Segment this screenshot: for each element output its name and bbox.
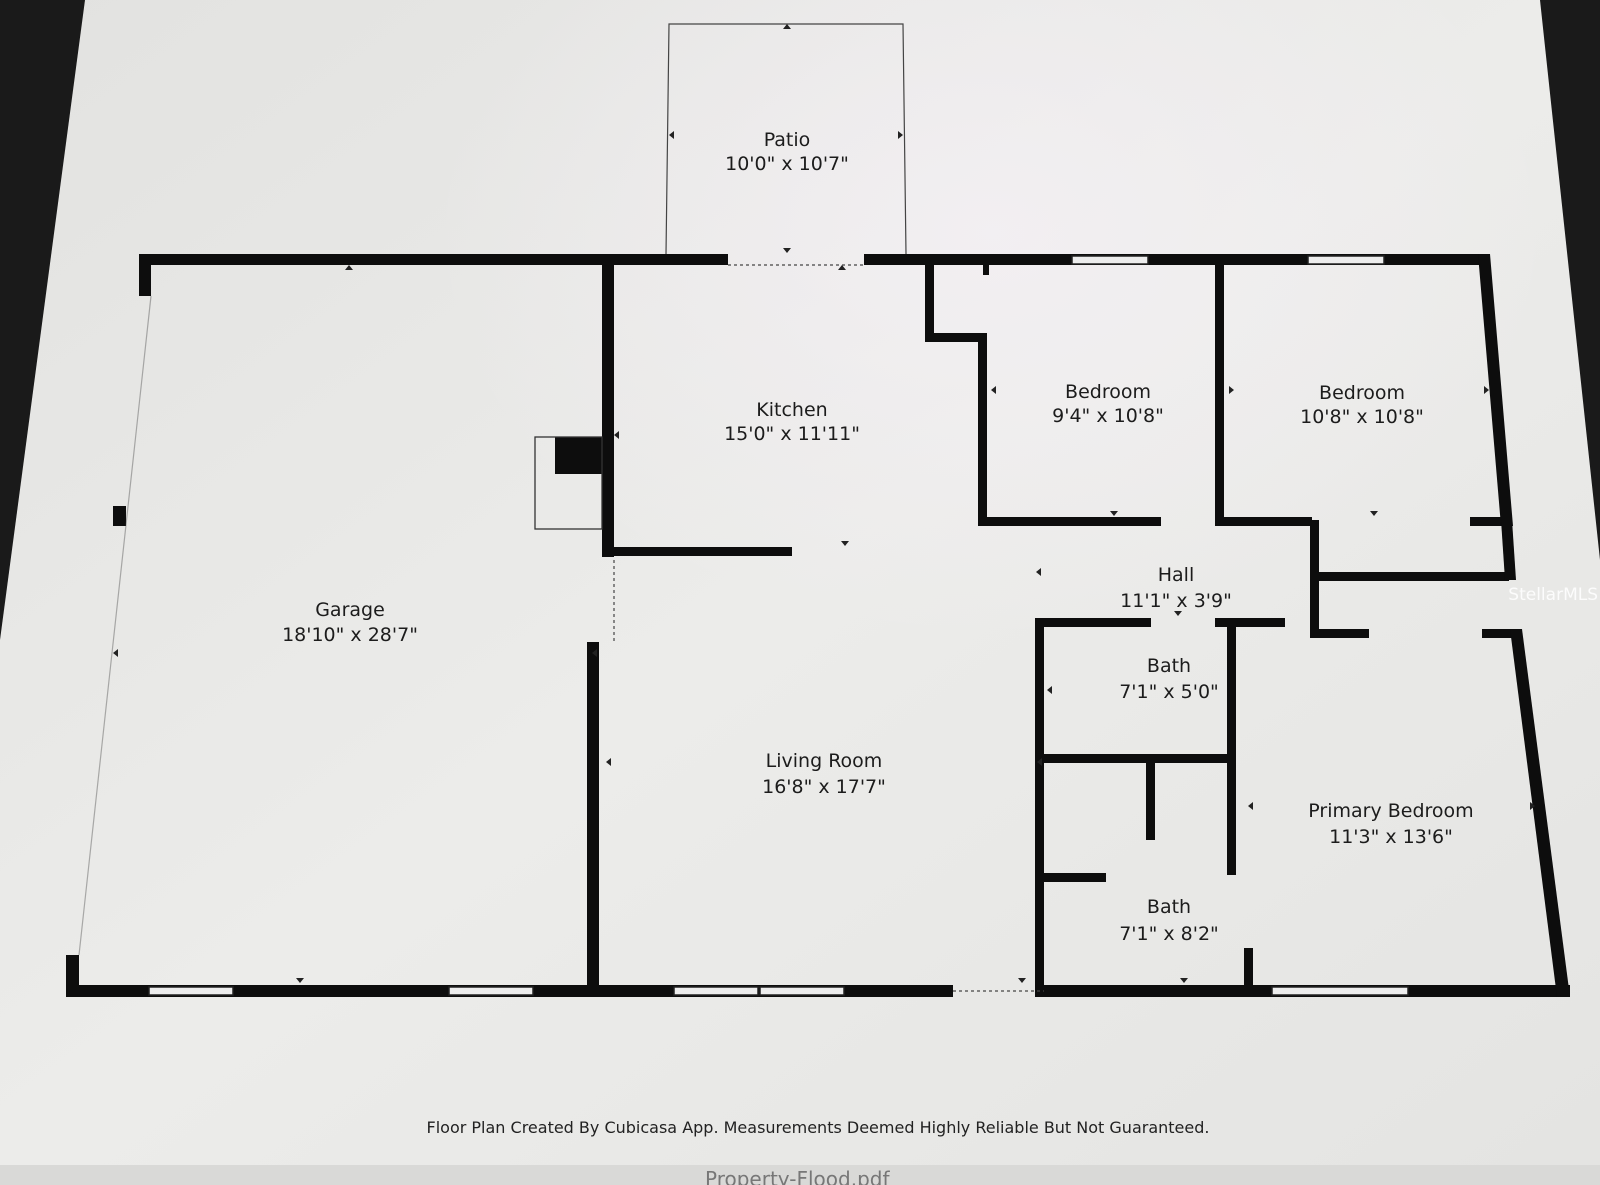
patio-outline <box>665 23 907 255</box>
room-garage: Garage 18'10" x 28'7" <box>282 599 418 646</box>
room-name: Patio <box>764 129 811 151</box>
room-size: 11'3" x 13'6" <box>1329 826 1453 848</box>
room-bedroom-1: Bedroom 9'4" x 10'8" <box>1052 381 1164 427</box>
room-name: Bedroom <box>1319 382 1405 404</box>
room-name: Garage <box>315 599 385 621</box>
room-name: Bath <box>1147 655 1191 677</box>
bottom-strip-text: Property-Flood.pdf <box>705 1167 890 1185</box>
room-name: Living Room <box>766 750 883 772</box>
room-size: 16'8" x 17'7" <box>762 776 886 798</box>
room-name: Kitchen <box>756 399 827 421</box>
room-size: 10'0" x 10'7" <box>725 153 849 175</box>
room-bath-2: Bath 7'1" x 8'2" <box>1119 896 1219 945</box>
room-size: 7'1" x 8'2" <box>1119 923 1219 945</box>
room-name: Primary Bedroom <box>1308 800 1473 822</box>
room-name: Hall <box>1158 564 1195 586</box>
bottom-strip <box>0 1165 1600 1185</box>
room-name: Bedroom <box>1065 381 1151 403</box>
room-bath-1: Bath 7'1" x 5'0" <box>1119 655 1219 703</box>
dimension-ticks <box>113 248 1535 983</box>
room-kitchen: Kitchen 15'0" x 11'11" <box>724 399 860 445</box>
room-living-room: Living Room 16'8" x 17'7" <box>762 750 886 798</box>
room-size: 11'1" x 3'9" <box>1120 590 1232 612</box>
room-size: 9'4" x 10'8" <box>1052 405 1164 427</box>
room-bedroom-2: Bedroom 10'8" x 10'8" <box>1300 382 1424 428</box>
windows <box>148 255 1409 996</box>
watermark: StellarMLS <box>1508 585 1598 605</box>
room-size: 15'0" x 11'11" <box>724 423 860 445</box>
room-name: Bath <box>1147 896 1191 918</box>
room-size: 18'10" x 28'7" <box>282 624 418 646</box>
room-size: 7'1" x 5'0" <box>1119 681 1219 703</box>
room-hall: Hall 11'1" x 3'9" <box>1120 564 1232 612</box>
room-patio: Patio 10'0" x 10'7" <box>725 129 849 175</box>
walls <box>66 254 1570 997</box>
door-openings <box>78 264 1044 992</box>
footer-disclaimer: Floor Plan Created By Cubicasa App. Meas… <box>427 1118 1210 1137</box>
room-primary-bedroom: Primary Bedroom 11'3" x 13'6" <box>1308 800 1473 848</box>
room-size: 10'8" x 10'8" <box>1300 406 1424 428</box>
